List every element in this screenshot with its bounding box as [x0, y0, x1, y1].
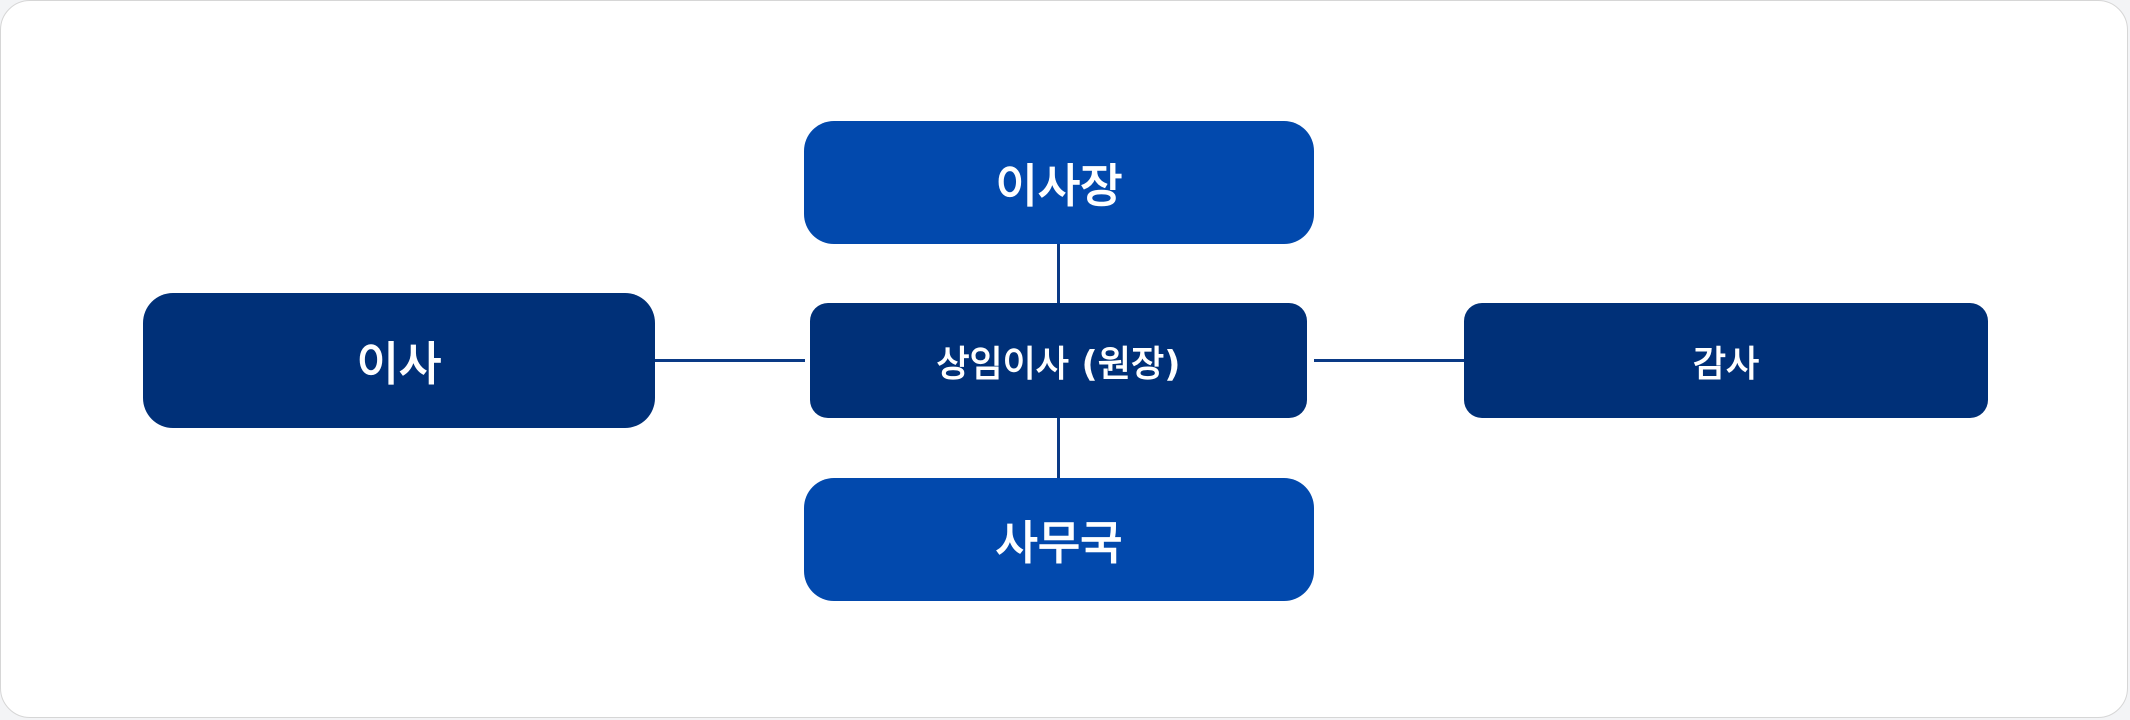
node-board-chairman: 이사장 — [804, 121, 1314, 244]
node-director-label: 이사 — [356, 336, 442, 391]
connector-director-standing — [653, 359, 805, 362]
node-board-chairman-label: 이사장 — [995, 158, 1123, 213]
node-secretariat-label: 사무국 — [995, 515, 1123, 570]
connector-standing-auditor — [1314, 359, 1465, 362]
node-standing-director: 상임이사 (원장) — [810, 303, 1307, 418]
connector-standing-secretariat — [1057, 417, 1060, 479]
node-secretariat: 사무국 — [804, 478, 1314, 601]
node-auditor-label: 감사 — [1692, 343, 1760, 385]
node-director: 이사 — [143, 293, 655, 428]
node-standing-director-label: 상임이사 (원장) — [936, 343, 1181, 385]
connector-board-standing — [1057, 243, 1060, 305]
node-auditor: 감사 — [1464, 303, 1988, 418]
